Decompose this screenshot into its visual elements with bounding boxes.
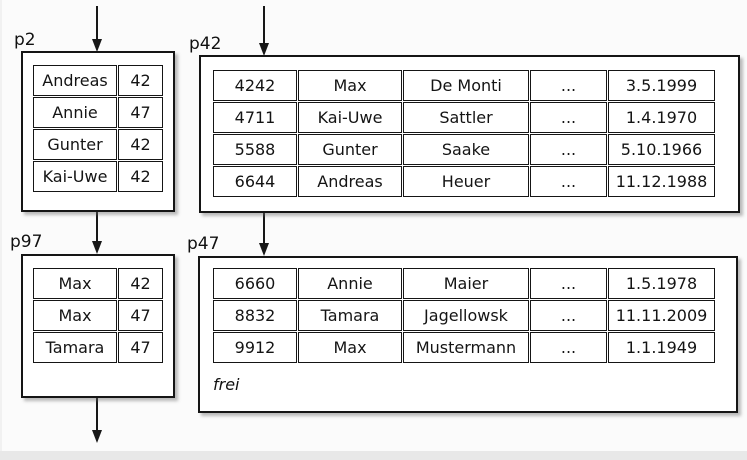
footer-bar [0, 451, 747, 460]
table-row: 4711 Kai-Uwe Sattler ... 1.4.1970 [213, 102, 715, 133]
table-cell: 5588 [213, 134, 297, 165]
table-cell: 4711 [213, 102, 297, 133]
page-label-p2: p2 [14, 30, 36, 50]
table-cell: Gunter [298, 134, 402, 165]
table-cell: Tamara [33, 332, 117, 363]
table-cell: 47 [118, 332, 163, 363]
table-cell: Heuer [403, 166, 529, 197]
table-cell: Max [298, 70, 402, 101]
arrow-shaft [96, 212, 98, 245]
table-cell: ... [530, 102, 607, 133]
table-row: 8832 Tamara Jagellowsk ... 11.11.2009 [213, 300, 715, 331]
table-cell: Andreas [33, 65, 117, 96]
table-row: Max 42 [33, 268, 163, 299]
page-box-p2: Andreas 42 Annie 47 Gunter 42 Kai-Uwe 42 [21, 51, 175, 212]
index-table-p2: Andreas 42 Annie 47 Gunter 42 Kai-Uwe 42 [33, 65, 163, 193]
page-label-p42: p42 [189, 34, 222, 54]
table-cell: Mustermann [403, 332, 529, 363]
table-cell: Annie [33, 97, 117, 128]
table-cell: 1.1.1949 [608, 332, 715, 363]
table-cell: 4242 [213, 70, 297, 101]
table-cell: Maier [403, 268, 529, 299]
table-cell: Tamara [298, 300, 402, 331]
table-cell: 3.5.1999 [608, 70, 715, 101]
arrow-head [259, 243, 269, 256]
arrow-head [92, 241, 102, 254]
table-cell: Andreas [298, 166, 402, 197]
table-cell: 11.11.2009 [608, 300, 715, 331]
page-label-p47: p47 [187, 234, 220, 254]
arrow-shaft [263, 213, 265, 247]
table-cell: Sattler [403, 102, 529, 133]
table-cell: Max [33, 300, 117, 331]
table-cell: ... [530, 134, 607, 165]
table-row: Kai-Uwe 42 [33, 161, 163, 192]
table-cell: Gunter [33, 129, 117, 160]
table-row: 5588 Gunter Saake ... 5.10.1966 [213, 134, 715, 165]
table-row: Andreas 42 [33, 65, 163, 96]
table-cell: 1.5.1978 [608, 268, 715, 299]
arrow-shaft [96, 398, 98, 434]
table-cell: 42 [118, 161, 163, 192]
table-cell: ... [530, 166, 607, 197]
table-cell: ... [530, 300, 607, 331]
table-cell: 1.4.1970 [608, 102, 715, 133]
table-cell: ... [530, 332, 607, 363]
table-row: 4242 Max De Monti ... 3.5.1999 [213, 70, 715, 101]
arrow-head [259, 43, 269, 56]
table-cell: Kai-Uwe [298, 102, 402, 133]
table-cell: 42 [118, 65, 163, 96]
table-cell: ... [530, 70, 607, 101]
table-row: Max 47 [33, 300, 163, 331]
table-cell: Kai-Uwe [33, 161, 117, 192]
arrow-p42-to-p47-icon [259, 213, 269, 256]
page-box-p42: 4242 Max De Monti ... 3.5.1999 4711 Kai-… [199, 55, 740, 213]
arrow-down-out-of-p97-icon [92, 398, 102, 443]
arrow-p2-to-p97-icon [92, 212, 102, 254]
table-cell: 42 [118, 129, 163, 160]
table-cell: Jagellowsk [403, 300, 529, 331]
arrow-down-into-p2-icon [92, 6, 102, 52]
table-row: Gunter 42 [33, 129, 163, 160]
table-row: 6644 Andreas Heuer ... 11.12.1988 [213, 166, 715, 197]
table-cell: 6644 [213, 166, 297, 197]
arrow-head [92, 430, 102, 443]
table-cell: 8832 [213, 300, 297, 331]
table-row: 6660 Annie Maier ... 1.5.1978 [213, 268, 715, 299]
arrow-shaft [263, 6, 265, 47]
record-table-p42: 4242 Max De Monti ... 3.5.1999 4711 Kai-… [213, 70, 715, 198]
table-cell: De Monti [403, 70, 529, 101]
table-row: 9912 Max Mustermann ... 1.1.1949 [213, 332, 715, 363]
table-cell: Max [298, 332, 402, 363]
record-table-p47: 6660 Annie Maier ... 1.5.1978 8832 Tamar… [213, 268, 715, 364]
table-row: Annie 47 [33, 97, 163, 128]
table-cell: Max [33, 268, 117, 299]
left-edge-strip [0, 0, 2, 460]
table-cell: ... [530, 268, 607, 299]
table-cell: 11.12.1988 [608, 166, 715, 197]
table-cell: 6660 [213, 268, 297, 299]
table-cell: 42 [118, 268, 163, 299]
table-cell: Saake [403, 134, 529, 165]
arrow-down-into-p42-icon [259, 6, 269, 56]
free-space-label: frei [213, 375, 240, 394]
table-cell: 9912 [213, 332, 297, 363]
index-table-p97: Max 42 Max 47 Tamara 47 [33, 268, 163, 364]
table-row: Tamara 47 [33, 332, 163, 363]
table-cell: Annie [298, 268, 402, 299]
arrow-shaft [96, 6, 98, 43]
table-cell: 47 [118, 97, 163, 128]
page-label-p97: p97 [10, 232, 43, 252]
arrow-head [92, 39, 102, 52]
table-cell: 5.10.1966 [608, 134, 715, 165]
page-box-p97: Max 42 Max 47 Tamara 47 [21, 254, 175, 398]
page-box-p47: 6660 Annie Maier ... 1.5.1978 8832 Tamar… [198, 256, 738, 413]
table-cell: 47 [118, 300, 163, 331]
